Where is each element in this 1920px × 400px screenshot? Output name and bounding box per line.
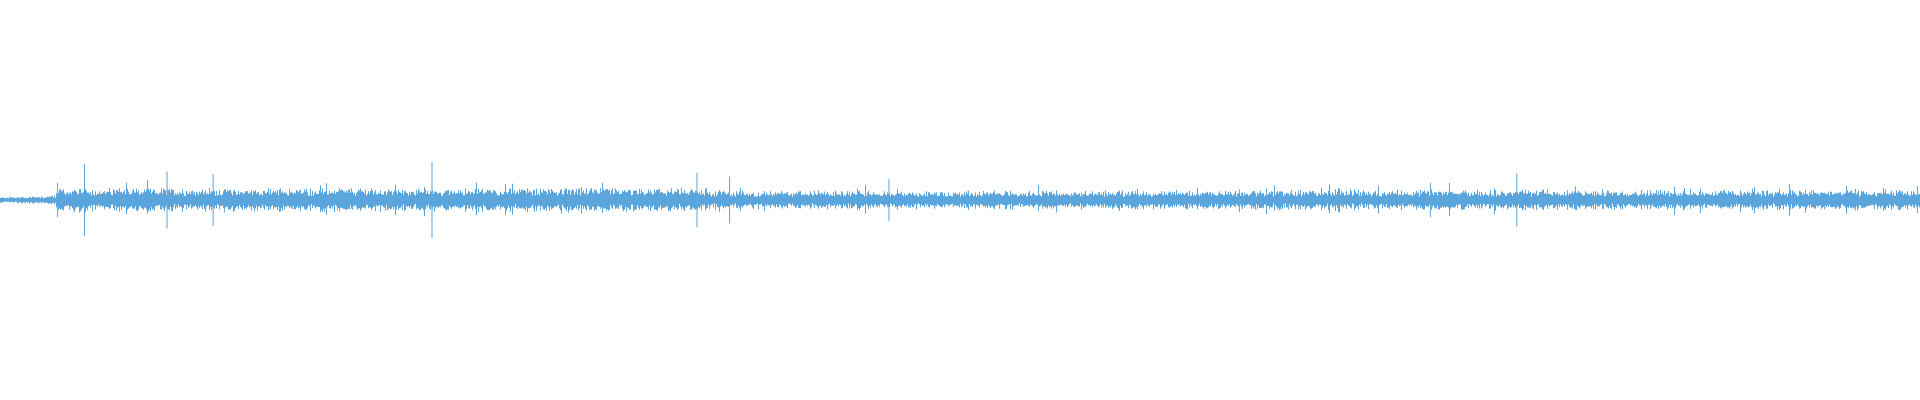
- waveform-body: [0, 180, 1920, 217]
- waveform-samples: [0, 162, 1920, 238]
